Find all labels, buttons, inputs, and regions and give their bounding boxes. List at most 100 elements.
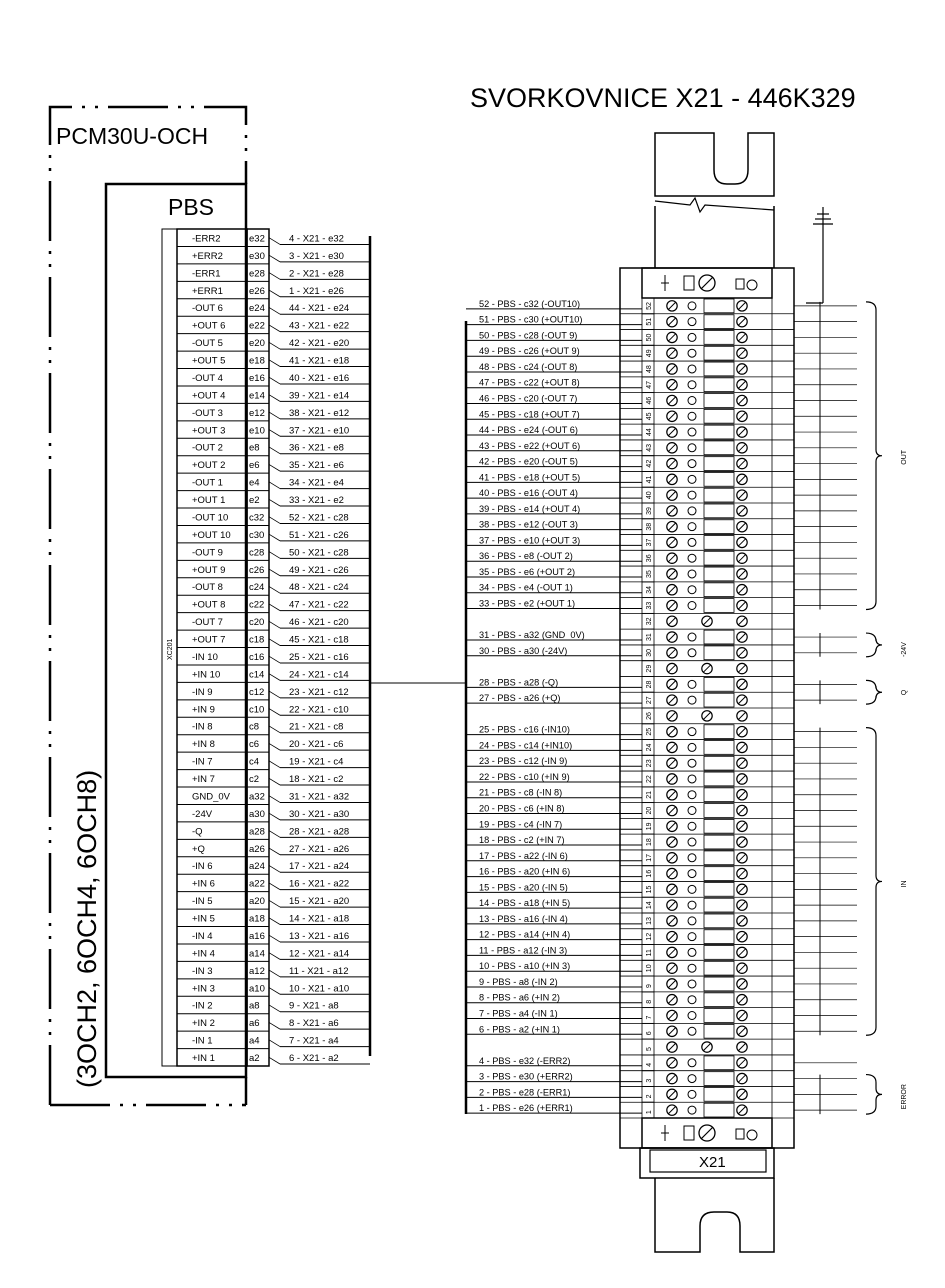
terminal-clamp — [703, 992, 735, 1008]
test-socket-icon — [687, 1074, 697, 1084]
pbs-signal-label: -OUT 6 — [192, 303, 223, 314]
pbs-link-label: 20 - X21 - c6 — [289, 739, 343, 750]
pbs-link-tick — [268, 307, 281, 315]
pbs-signal-label: +IN 6 — [192, 879, 215, 890]
terminal-number: 18 — [646, 838, 653, 846]
screw-icon — [736, 378, 748, 391]
test-socket-icon — [687, 979, 697, 989]
terminal-label: 50 - PBS - c28 (-OUT 9) — [479, 330, 577, 340]
pbs-link-label: 51 - X21 - c26 — [289, 530, 349, 541]
screw-icon — [666, 378, 678, 391]
pbs-link-tick — [268, 934, 281, 943]
pbs-link-tick — [268, 743, 281, 751]
screw-icon — [666, 804, 678, 817]
terminal-number: 35 — [646, 570, 653, 578]
pbs-link-label: 42 - X21 - e20 — [289, 338, 349, 349]
screw-slot — [668, 1011, 676, 1020]
screw-slot — [668, 459, 676, 468]
terminal-clamp — [703, 377, 735, 393]
test-socket-icon — [687, 995, 697, 1005]
terminal-number: 21 — [646, 791, 653, 799]
screw-slot — [738, 775, 746, 783]
terminal-label: 17 - PBS - a22 (-IN 6) — [479, 851, 568, 861]
pbs-link-label: 37 - X21 - e10 — [289, 425, 349, 436]
pbs-signal-label: -IN 6 — [192, 861, 213, 872]
pbs-link-label: 6 - X21 - a2 — [289, 1053, 339, 1064]
screw-slot — [668, 869, 676, 878]
test-socket-icon — [687, 1089, 697, 1099]
screw-icon — [736, 1104, 748, 1116]
pbs-link-label: 2 - X21 - e28 — [289, 268, 344, 279]
terminal-number: 1 — [646, 1110, 653, 1114]
pbs-pin-label: e10 — [249, 425, 265, 436]
screw-slot — [738, 380, 746, 389]
terminal-clamp — [703, 566, 735, 582]
screw-slot — [738, 1011, 746, 1020]
pbs-signal-label: GND_0V — [192, 791, 231, 802]
screw-icon — [736, 915, 748, 927]
screw-slot — [668, 964, 676, 973]
screw-slot — [668, 1106, 676, 1114]
pbs-link-label: 16 - X21 - a22 — [289, 879, 349, 890]
screw-icon — [666, 347, 678, 359]
pbs-signal-label: +IN 4 — [192, 948, 215, 959]
terminal-clamp — [703, 330, 735, 345]
pbs-pin-label: e8 — [249, 443, 260, 454]
pbs-pin-label: a16 — [249, 931, 265, 942]
terminal-number-cell — [641, 1007, 655, 1024]
terminal-number: 34 — [646, 586, 653, 594]
terminal-number: 43 — [646, 444, 653, 452]
terminal-number: 50 — [646, 334, 653, 342]
pbs-signal-label: -IN 4 — [192, 931, 213, 942]
screw-slot — [668, 727, 676, 736]
terminal-number: 28 — [646, 680, 653, 688]
screw-icon — [736, 536, 748, 549]
terminal-number: 39 — [646, 507, 653, 515]
end-stop-screw-icon — [698, 1124, 716, 1142]
pbs-pin-label: c12 — [249, 687, 264, 698]
pbs-pin-label: a20 — [249, 896, 265, 907]
screw-icon — [736, 962, 748, 974]
group-brace — [865, 632, 883, 658]
screw-icon — [666, 568, 678, 580]
terminal-clamp — [703, 598, 735, 613]
terminal-number: 48 — [646, 365, 653, 373]
screw-slot — [738, 333, 746, 342]
screw-slot — [668, 838, 676, 846]
pbs-link-label: 15 - X21 - a20 — [289, 896, 349, 907]
terminal-number: 44 — [646, 428, 653, 436]
pbs-link-tick — [268, 882, 281, 890]
end-stop-circle — [746, 1129, 758, 1141]
pbs-link-tick — [268, 812, 281, 821]
terminal-number: 3 — [646, 1079, 653, 1083]
test-socket-icon — [687, 790, 697, 800]
test-socket-icon — [687, 601, 697, 610]
pbs-signal-label: +OUT 10 — [192, 530, 231, 541]
screw-slot — [668, 522, 676, 531]
screw-slot — [668, 491, 676, 499]
terminal-number: 49 — [646, 349, 653, 357]
screw-slot — [738, 648, 746, 657]
screw-icon — [666, 631, 678, 643]
terminal-label: 47 - PBS - c22 (+OUT 8) — [479, 378, 580, 388]
pbs-signal-label: -IN 8 — [192, 722, 213, 733]
terminal-number-cell — [641, 1038, 655, 1056]
terminal-clamp — [703, 803, 735, 818]
terminal-number: 20 — [646, 807, 653, 815]
terminal-label: 45 - PBS - c18 (+OUT 7) — [479, 409, 580, 419]
screw-icon — [736, 725, 748, 738]
screw-icon — [666, 599, 678, 612]
terminal-number: 46 — [646, 397, 653, 405]
terminal-clamp — [703, 1023, 735, 1039]
test-socket-icon — [687, 585, 697, 595]
pbs-pin-label: e32 — [249, 233, 265, 244]
screw-slot — [668, 585, 676, 594]
terminal-label: 28 - PBS - a28 (-Q) — [479, 677, 558, 687]
test-socket-icon — [687, 1105, 697, 1115]
pbs-link-tick — [268, 1022, 281, 1030]
test-socket-icon — [687, 1058, 697, 1068]
pbs-signal-label: +OUT 8 — [192, 600, 225, 611]
pbs-link-tick — [268, 725, 281, 734]
test-socket-icon — [687, 679, 697, 689]
